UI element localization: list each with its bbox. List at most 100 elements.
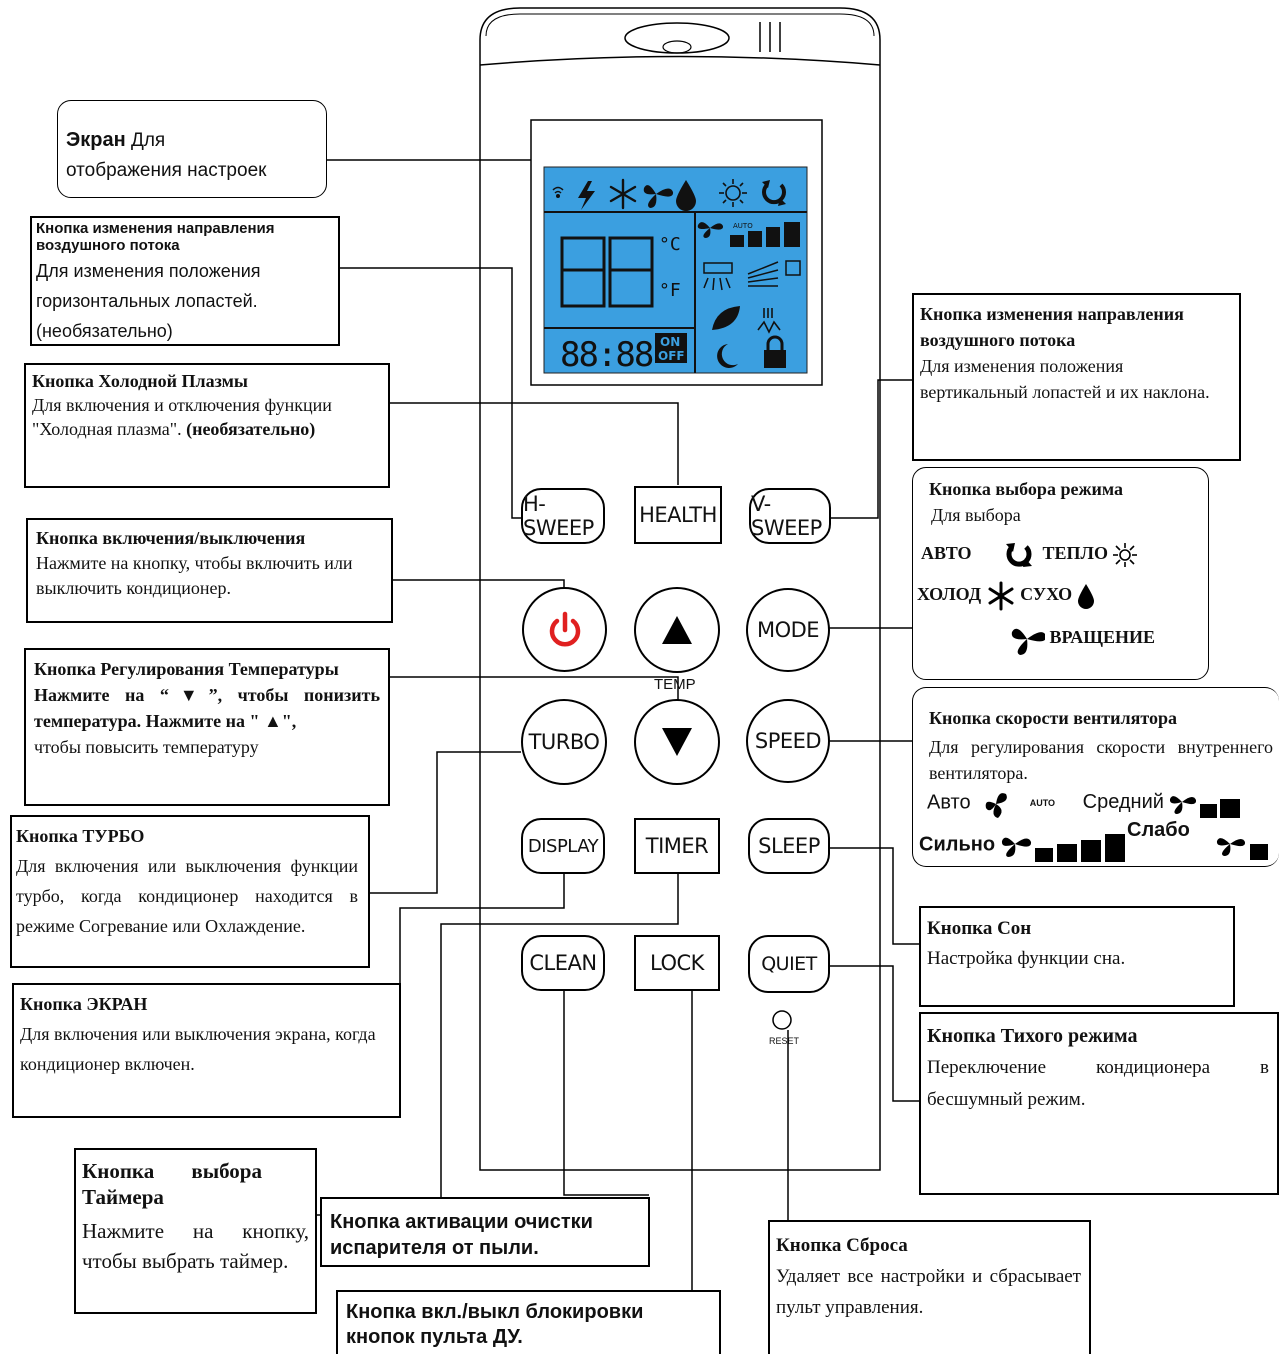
svg-text:AUTO: AUTO bbox=[733, 222, 753, 230]
sleep-button[interactable]: SLEEP bbox=[748, 818, 830, 874]
lcd-sleep-icon bbox=[717, 344, 738, 368]
callout-temp: Кнопка Регулирования Температуры Нажмите… bbox=[24, 648, 390, 806]
lcd-off-label: OFF bbox=[658, 349, 685, 363]
speed-auto-badge: AUTO bbox=[1029, 798, 1056, 808]
callout-h-sweep-title: Кнопка изменения направления воздушного … bbox=[36, 220, 275, 254]
callout-screen: Экран Для отображения настроек bbox=[57, 100, 327, 198]
callout-clean-title: Кнопка активации очистки испарителя от п… bbox=[330, 1211, 593, 1259]
sun-icon bbox=[1113, 542, 1138, 567]
lcd-fahrenheit: °F bbox=[659, 280, 681, 301]
callout-health-bold: (необязательно) bbox=[186, 419, 316, 439]
callout-reset: Кнопка Сброса Удаляет все настройки и сб… bbox=[768, 1220, 1091, 1354]
temp-label: TEMP bbox=[654, 676, 696, 693]
fan-medium-icon bbox=[1169, 796, 1240, 818]
fan-low-icon bbox=[1217, 838, 1269, 860]
power-icon bbox=[549, 611, 580, 646]
lcd-heater-icon bbox=[757, 308, 781, 334]
callout-health-title: Кнопка Холодной Плазмы bbox=[32, 371, 248, 391]
leader-lines bbox=[317, 159, 921, 1295]
auto-cycle-icon bbox=[1006, 542, 1033, 567]
callout-screen-text: отображения настроек bbox=[66, 160, 267, 181]
lcd-celsius: °C bbox=[659, 234, 681, 255]
callout-quiet-title: Кнопка Тихого режима bbox=[927, 1025, 1138, 1047]
callout-quiet: Кнопка Тихого режима Переключение кондиц… bbox=[919, 1012, 1279, 1195]
lcd-screen bbox=[543, 166, 808, 374]
display-button[interactable]: DISPLAY bbox=[521, 818, 605, 874]
mode-auto-label: АВТО bbox=[921, 543, 972, 563]
speed-low-label: Слабо bbox=[1127, 819, 1190, 841]
mode-heat-label: ТЕПЛО bbox=[1042, 543, 1108, 563]
reset-label: RESET bbox=[769, 1036, 800, 1046]
callout-reset-title: Кнопка Сброса bbox=[776, 1235, 908, 1256]
callout-health-text: Для включения и отключения функции "Холо… bbox=[32, 395, 332, 439]
callout-turbo-title: Кнопка ТУРБО bbox=[16, 826, 145, 846]
timer-button[interactable]: TIMER bbox=[634, 818, 720, 874]
speed-auto-label: Авто bbox=[927, 791, 971, 814]
quiet-button[interactable]: QUIET bbox=[748, 935, 830, 993]
lcd-mode-icons bbox=[552, 178, 786, 211]
display-frame bbox=[530, 119, 823, 386]
power-button[interactable] bbox=[522, 587, 607, 672]
callout-reset-text: Удаляет все настройки и сбрасывает пульт… bbox=[776, 1266, 1081, 1318]
ir-emitter bbox=[624, 22, 730, 54]
callout-sleep-text: Настройка функции сна. bbox=[927, 948, 1126, 969]
speed-button[interactable]: SPEED bbox=[746, 699, 830, 783]
grip-lines bbox=[759, 22, 781, 52]
callout-display-text: Для включения или выключения экрана, ког… bbox=[20, 1024, 376, 1074]
callout-speed-text: Для регулирования скорости внутреннего в… bbox=[929, 737, 1273, 783]
callout-mode: Кнопка выбора режима Для выбора АВТО ТЕП… bbox=[912, 467, 1209, 680]
callout-h-sweep-line1: Для изменения положения bbox=[36, 261, 261, 281]
callout-temp-line1: Нажмите на “▼”, чтобы понизить температу… bbox=[34, 685, 380, 731]
temp-down-button[interactable] bbox=[634, 699, 720, 785]
lcd-fan-speed-indicator: AUTO bbox=[697, 222, 800, 247]
turbo-button[interactable]: TURBO bbox=[521, 699, 607, 785]
mode-button[interactable]: MODE bbox=[746, 588, 830, 672]
callout-display-title: Кнопка ЭКРАН bbox=[20, 994, 148, 1014]
callout-v-sweep: Кнопка изменения направления воздушного … bbox=[912, 293, 1241, 461]
callout-timer-text: Нажмите на кнопку, чтобы выбрать таймер. bbox=[82, 1219, 309, 1273]
callout-turbo-text: Для включения или выключения функции тур… bbox=[16, 856, 358, 936]
callout-sleep: Кнопка Сон Настройка функции сна. bbox=[919, 906, 1235, 1007]
callout-mode-text: Для выбора bbox=[931, 505, 1021, 525]
callout-h-sweep: Кнопка изменения направления воздушного … bbox=[30, 216, 340, 346]
lcd-lock-icon bbox=[764, 335, 786, 368]
callout-screen-text-inline: Для bbox=[130, 130, 166, 151]
mode-dry-label: СУХО bbox=[1020, 584, 1073, 604]
callout-clean: Кнопка активации очистки испарителя от п… bbox=[320, 1197, 650, 1267]
lcd-temperature-digits bbox=[560, 236, 654, 308]
health-button[interactable]: HEALTH bbox=[634, 486, 722, 544]
callout-timer-title: Кнопка выбора Таймера bbox=[82, 1159, 262, 1209]
lock-button[interactable]: LOCK bbox=[634, 935, 720, 991]
lcd-on-label: ON bbox=[660, 335, 680, 349]
temp-up-button[interactable] bbox=[634, 587, 720, 673]
speed-medium-label: Средний bbox=[1082, 791, 1164, 814]
callout-turbo: Кнопка ТУРБО Для включения или выключени… bbox=[10, 815, 370, 968]
reset-hole bbox=[772, 1010, 792, 1030]
lcd-swing-icons bbox=[703, 260, 801, 291]
water-drop-icon bbox=[1077, 583, 1094, 609]
callout-temp-line2: чтобы повысить температуру bbox=[34, 737, 259, 757]
callout-speed: Кнопка скорости вентилятора Для регулиро… bbox=[912, 687, 1279, 867]
callout-quiet-text: Переключение кондиционера в бесшумный ре… bbox=[927, 1057, 1269, 1110]
h-sweep-button[interactable]: H-SWEEP bbox=[521, 488, 605, 544]
triangle-up-icon bbox=[662, 616, 692, 644]
clean-button[interactable]: CLEAN bbox=[521, 935, 605, 991]
speed-high-label: Сильно bbox=[919, 833, 996, 856]
lcd-health-leaf-icon bbox=[712, 306, 740, 330]
mode-fan-label: ВРАЩЕНИЕ bbox=[1049, 627, 1155, 647]
callout-timer: Кнопка выбора Таймера Нажмите на кнопку,… bbox=[74, 1148, 317, 1314]
callout-power: Кнопка включения/выключения Нажмите на к… bbox=[26, 518, 393, 623]
callout-v-sweep-title: Кнопка изменения направления воздушного … bbox=[920, 304, 1184, 350]
fan-high-icon bbox=[1001, 834, 1125, 862]
v-sweep-button[interactable]: V-SWEEP bbox=[749, 488, 831, 544]
callout-display: Кнопка ЭКРАН Для включения или выключени… bbox=[12, 983, 401, 1118]
callout-speed-title: Кнопка скорости вентилятора bbox=[929, 708, 1177, 728]
callout-power-title: Кнопка включения/выключения bbox=[36, 528, 306, 548]
callout-h-sweep-line2: горизонтальных лопастей. bbox=[36, 291, 258, 311]
mode-cool-label: ХОЛОД bbox=[917, 584, 982, 604]
fan-auto-icon bbox=[985, 793, 1008, 818]
callout-power-text: Нажмите на кнопку, чтобы включить или вы… bbox=[36, 553, 353, 598]
lcd-timer-digits: 88:88 bbox=[560, 335, 653, 375]
callout-lock-title: Кнопка вкл./выкл блокировки кнопок пульт… bbox=[346, 1301, 644, 1348]
callout-h-sweep-line3: (необязательно) bbox=[36, 321, 173, 341]
